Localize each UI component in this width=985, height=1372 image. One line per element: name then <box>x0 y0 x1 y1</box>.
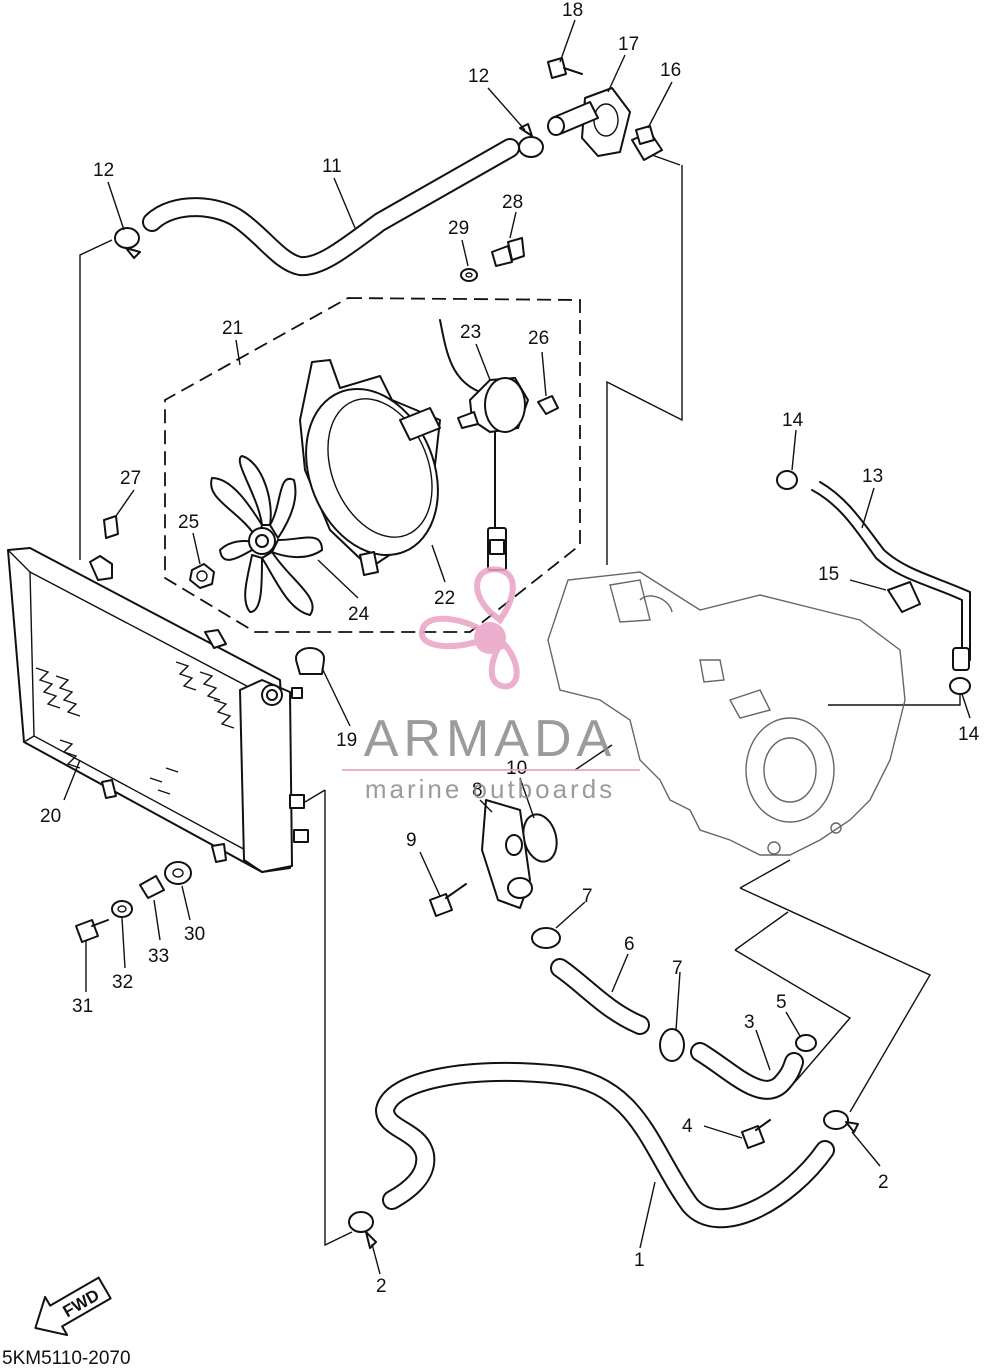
callout-1: 1 <box>634 1250 645 1271</box>
clamps <box>114 123 971 1249</box>
hardware-parts <box>75 57 817 1149</box>
callout-10: 10 <box>506 758 527 779</box>
callout-30: 30 <box>184 924 205 945</box>
callout-22: 22 <box>434 588 455 609</box>
callout-4: 4 <box>682 1116 693 1137</box>
callout-5: 5 <box>776 992 787 1013</box>
callout-6: 6 <box>624 934 635 955</box>
callout-33: 33 <box>148 946 169 967</box>
propeller-logo <box>419 566 520 690</box>
callout-19: 19 <box>336 730 357 751</box>
radiator <box>7 547 309 873</box>
callout-17: 17 <box>618 34 639 55</box>
fan-shroud <box>299 359 441 576</box>
callout-3: 3 <box>744 1012 755 1033</box>
callout-18: 18 <box>562 0 583 21</box>
fwd-arrow: FWD <box>34 1276 112 1337</box>
diagram-code: 5KM5110-2070 <box>2 1348 131 1367</box>
callout-13: 13 <box>862 466 883 487</box>
reference-lines <box>79 154 961 1247</box>
fan-motor <box>439 319 529 571</box>
callout-24: 24 <box>348 604 370 625</box>
callout-21: 21 <box>222 318 243 339</box>
engine-outline <box>547 571 906 856</box>
callout-labels: 18 17 16 12 12 11 28 29 21 23 26 27 25 2… <box>40 0 980 1297</box>
callout-31: 31 <box>72 996 93 1017</box>
callout-12: 12 <box>468 66 489 87</box>
callout-14: 14 <box>782 410 804 431</box>
callout-20: 20 <box>40 806 61 827</box>
callout-8: 8 <box>472 780 483 801</box>
watermark-brand: ARMADA <box>364 710 616 768</box>
callout-9: 9 <box>406 830 417 851</box>
fan-assembly-boundary <box>164 297 581 633</box>
callout-26: 26 <box>528 328 549 349</box>
callout-28: 28 <box>502 192 523 213</box>
hoses <box>142 138 971 1229</box>
callout-7: 7 <box>672 958 683 979</box>
callout-11: 11 <box>322 156 342 177</box>
callout-32: 32 <box>112 972 133 993</box>
callout-25: 25 <box>178 512 199 533</box>
callout-27: 27 <box>120 468 141 489</box>
callout-23: 23 <box>460 322 481 343</box>
watermark: ARMADA marine outboards <box>342 566 640 804</box>
callout-16: 16 <box>660 60 681 81</box>
callout-29: 29 <box>448 218 469 239</box>
callout-15: 15 <box>818 564 839 585</box>
callout-12: 12 <box>93 160 114 181</box>
watermark-tagline: marine outboards <box>365 774 615 804</box>
callout-14: 14 <box>958 724 980 745</box>
callout-2: 2 <box>376 1276 387 1297</box>
callout-leaders <box>63 19 971 1275</box>
fan-blade <box>210 455 323 616</box>
callout-2: 2 <box>878 1172 889 1193</box>
callout-7: 7 <box>582 886 593 907</box>
